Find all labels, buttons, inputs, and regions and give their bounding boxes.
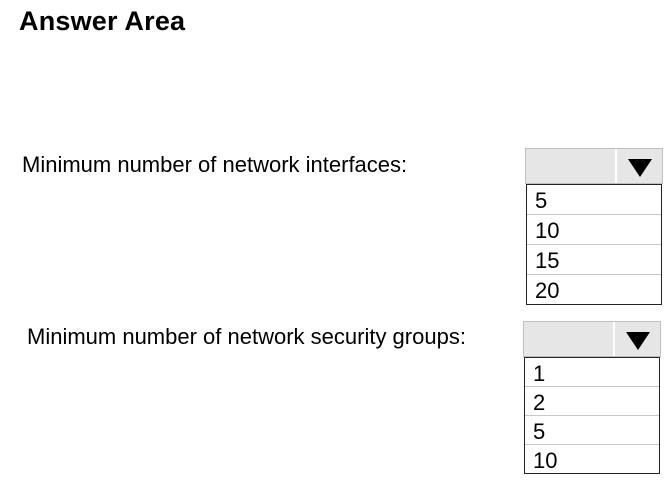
network-security-groups-option-5[interactable]: 5 [525, 416, 659, 445]
network-interfaces-dropdown-button[interactable] [617, 149, 662, 183]
triangle-down-icon [625, 331, 650, 350]
select-divider [615, 149, 617, 183]
network-interfaces-option-10[interactable]: 10 [527, 215, 661, 245]
select-divider [613, 322, 615, 356]
network-security-groups-option-10[interactable]: 10 [533, 448, 558, 473]
network-security-groups-selected-value[interactable] [524, 322, 612, 356]
network-security-groups-label: Minimum number of network security group… [27, 324, 466, 349]
network-security-groups-option-1[interactable]: 1 [525, 358, 659, 387]
network-interfaces-dropdown[interactable]: 5 10 15 20 [525, 148, 663, 305]
network-security-groups-dropdown[interactable]: 1 2 5 10 [523, 321, 661, 474]
network-interfaces-options-list: 5 10 15 20 [526, 184, 662, 305]
answer-area-title: Answer Area [19, 6, 186, 36]
network-interfaces-option-5[interactable]: 5 [527, 185, 661, 215]
network-security-groups-option-2[interactable]: 2 [525, 387, 659, 416]
network-security-groups-options-list: 1 2 5 10 [524, 357, 660, 474]
network-interfaces-label: Minimum number of network interfaces: [22, 152, 408, 177]
network-interfaces-option-15[interactable]: 15 [527, 245, 661, 275]
network-interfaces-selected-value[interactable] [526, 149, 614, 183]
network-interfaces-option-20[interactable]: 20 [535, 278, 560, 303]
network-interfaces-select[interactable] [525, 148, 663, 184]
network-security-groups-dropdown-button[interactable] [615, 322, 660, 356]
triangle-down-icon [627, 158, 652, 177]
network-security-groups-select[interactable] [523, 321, 661, 357]
